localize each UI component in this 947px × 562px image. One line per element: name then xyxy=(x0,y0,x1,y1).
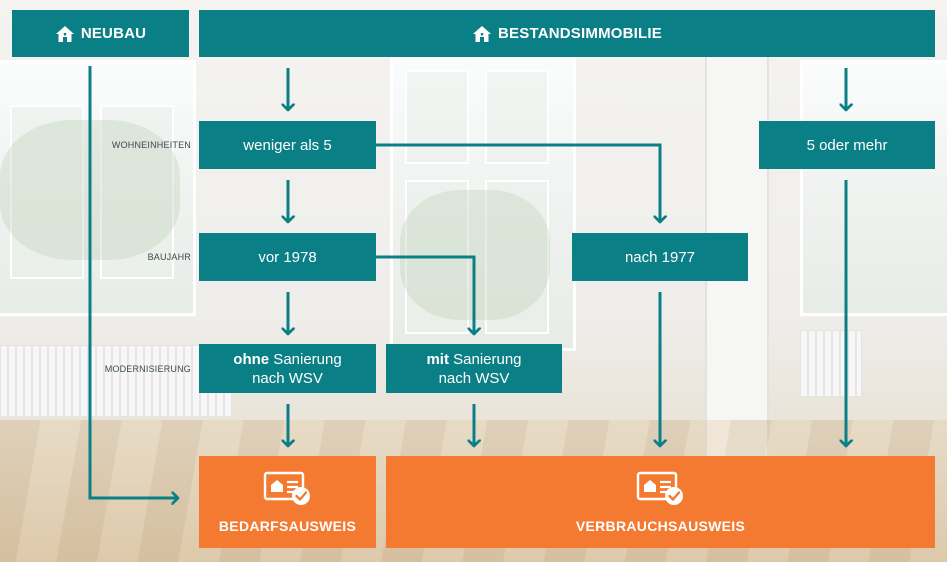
bestandsimmobilie-label: BESTANDSIMMOBILIE xyxy=(498,25,662,42)
radiator-left xyxy=(0,345,232,417)
node-mit-bold: mit xyxy=(426,350,449,368)
node-weniger-als-5: weniger als 5 xyxy=(199,121,376,169)
node-ohne-sanierung-text: ohne Sanierung nach WSV xyxy=(233,350,341,388)
node-vor-1978: vor 1978 xyxy=(199,233,376,281)
node-5-oder-mehr: 5 oder mehr xyxy=(759,121,935,169)
window-center-pane xyxy=(405,70,469,164)
tree-foliage xyxy=(400,190,550,320)
node-ohne-line2: nach WSV xyxy=(252,369,323,387)
result-verbrauchsausweis-label: VERBRAUCHSAUSWEIS xyxy=(575,517,746,534)
neubau-header: NEUBAU xyxy=(12,10,189,57)
house-icon xyxy=(472,25,492,43)
node-ohne-bold: ohne xyxy=(233,350,270,368)
node-mit-sanierung: mit Sanierung nach WSV xyxy=(386,344,562,393)
certificate-check-icon xyxy=(636,471,686,510)
node-mit-rest: Sanierung xyxy=(448,350,522,368)
node-vor-1978-label: vor 1978 xyxy=(258,248,317,266)
neubau-label: NEUBAU xyxy=(80,25,147,42)
result-bedarfsausweis-label: BEDARFSAUSWEIS xyxy=(218,517,357,534)
node-mit-line2: nach WSV xyxy=(438,369,510,387)
node-ohne-sanierung: ohne Sanierung nach WSV xyxy=(199,344,376,393)
result-verbrauchsausweis: VERBRAUCHSAUSWEIS xyxy=(386,456,935,548)
result-bedarfsausweis: BEDARFSAUSWEIS xyxy=(199,456,376,548)
house-icon xyxy=(55,25,75,43)
bestandsimmobilie-header: BESTANDSIMMOBILIE xyxy=(199,10,935,57)
node-weniger-als-5-label: weniger als 5 xyxy=(243,136,332,154)
row-label-baujahr: BAUJAHR xyxy=(147,252,191,262)
radiator-right xyxy=(800,330,862,397)
node-nach-1977-label: nach 1977 xyxy=(624,248,696,266)
certificate-check-icon xyxy=(263,471,313,510)
window-right xyxy=(800,60,947,316)
node-ohne-rest: Sanierung xyxy=(269,350,342,368)
row-label-wohneinheiten: WOHNEINHEITEN xyxy=(111,140,191,150)
node-nach-1977: nach 1977 xyxy=(572,233,748,281)
row-label-modernisierung: MODERNISIERUNG xyxy=(104,364,191,374)
window-center-pane xyxy=(485,70,549,164)
node-mit-sanierung-text: mit Sanierung nach WSV xyxy=(426,350,521,388)
node-5-oder-mehr-label: 5 oder mehr xyxy=(806,136,888,154)
window-left-pane xyxy=(10,105,84,279)
